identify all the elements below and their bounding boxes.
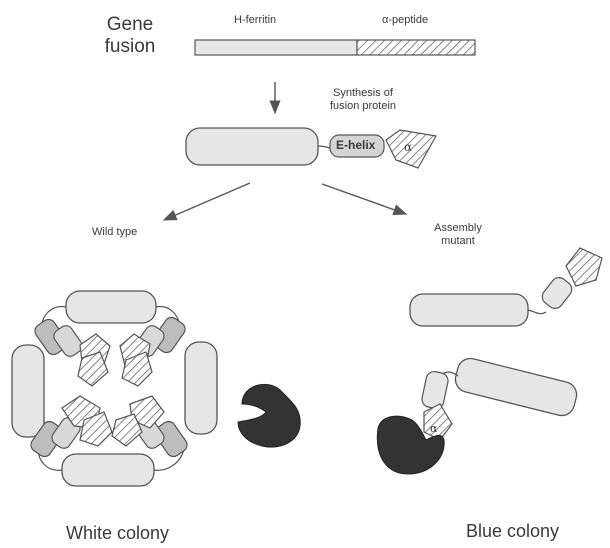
fusion-protein bbox=[186, 128, 436, 168]
assembled-ferritin-shell bbox=[12, 291, 217, 486]
gene-fusion-bar bbox=[195, 40, 475, 55]
wild-type-label: Wild type bbox=[92, 226, 137, 239]
synthesis-label: Synthesis of fusion protein bbox=[318, 87, 408, 113]
assembly-mutant-line1: Assembly bbox=[424, 222, 492, 235]
mutant-free-subunit bbox=[410, 248, 602, 326]
blue-colony-label: Blue colony bbox=[466, 520, 559, 542]
mutant-arrow bbox=[322, 184, 406, 214]
gene-fusion-label: Gene fusion bbox=[100, 14, 160, 58]
synthesis-line2: fusion protein bbox=[318, 100, 408, 113]
synthesis-line1: Synthesis of bbox=[318, 87, 408, 100]
alpha-peptide-label: α-peptide bbox=[382, 14, 428, 27]
bound-alpha-symbol: α bbox=[430, 422, 438, 435]
alpha-peptide-segment bbox=[357, 40, 475, 55]
shell-subunit-bottom-right bbox=[112, 396, 190, 459]
white-colony-label: White colony bbox=[66, 522, 169, 544]
beta-galactosidase-omega-wildtype bbox=[238, 384, 300, 447]
linker bbox=[318, 146, 330, 148]
shell-bottom-subunit bbox=[62, 454, 154, 486]
mutant-bound-subunit: α bbox=[420, 356, 579, 440]
gene-fusion-line1: Gene bbox=[100, 14, 160, 36]
h-ferritin-segment bbox=[195, 40, 357, 55]
wild-type-arrow bbox=[164, 183, 250, 220]
ferritin-domain bbox=[186, 128, 318, 165]
gene-fusion-line2: fusion bbox=[100, 36, 160, 58]
shell-top-subunit bbox=[66, 291, 156, 323]
shell-right-subunit bbox=[185, 342, 217, 434]
shell-left-subunit bbox=[12, 345, 44, 437]
h-ferritin-label: H-ferritin bbox=[234, 14, 276, 27]
assembly-mutant-line2: mutant bbox=[424, 235, 492, 248]
e-helix-label: E-helix bbox=[336, 138, 375, 152]
assembly-mutant-label: Assembly mutant bbox=[424, 222, 492, 248]
fusion-alpha-symbol: α bbox=[404, 140, 412, 154]
